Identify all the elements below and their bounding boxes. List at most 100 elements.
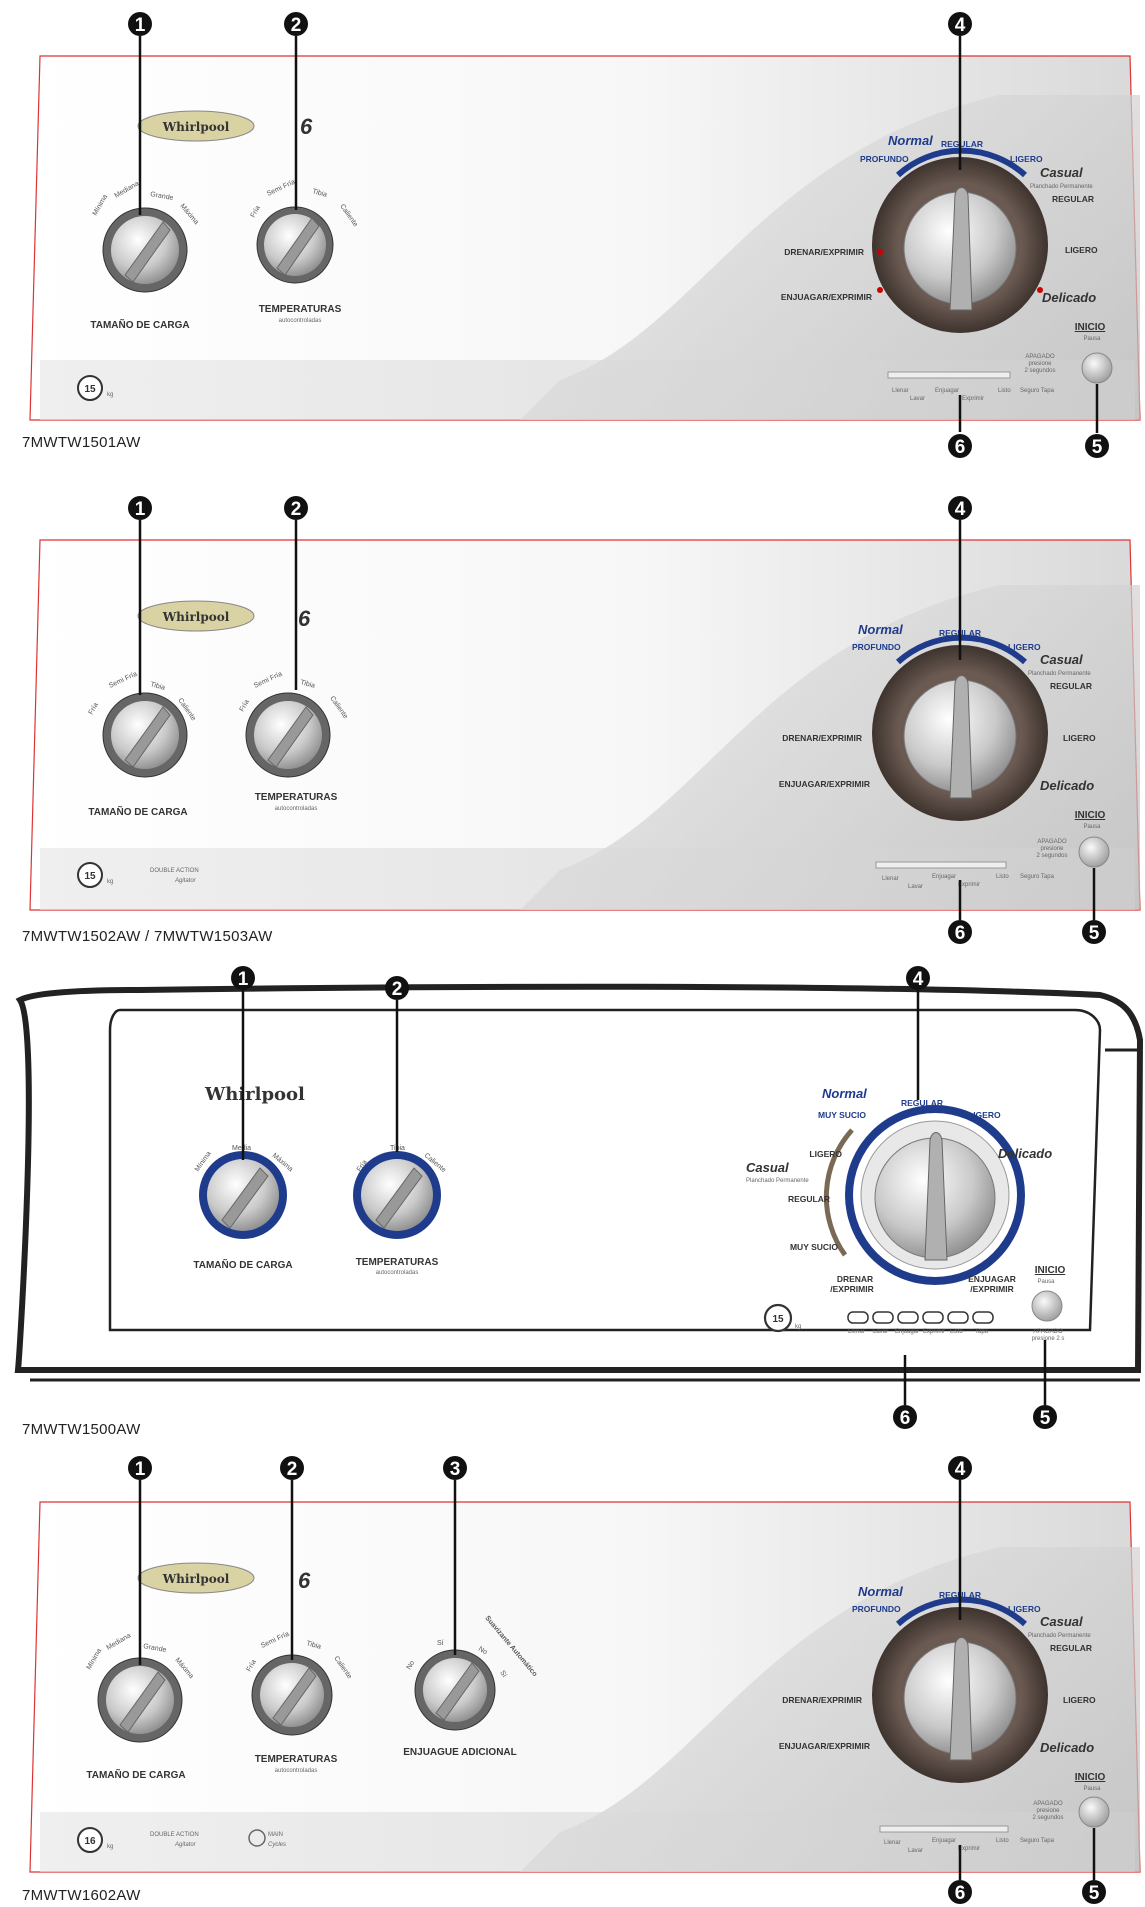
status-label: Exprimir bbox=[923, 1329, 945, 1335]
load-size-dial[interactable]: Fría Semi Fría Tibia Caliente bbox=[88, 671, 197, 778]
cycle-muy-sucio-label: MUY SUCIO bbox=[818, 1110, 866, 1120]
cycle-profundo-label: PROFUNDO bbox=[860, 154, 909, 164]
cycle-enjuagar-label: ENJUAGAR bbox=[968, 1274, 1016, 1284]
capacity-value: 16 bbox=[84, 1836, 96, 1847]
temperature-subtitle: autocontroladas bbox=[275, 806, 318, 812]
status-label: Exprimir bbox=[958, 882, 980, 888]
temperature-subtitle: autocontroladas bbox=[279, 318, 322, 324]
temperature-dial[interactable]: Fría Semi Fría Tibia Caliente bbox=[239, 671, 349, 778]
status-label: Llenar bbox=[884, 1840, 901, 1846]
dial-position-label: Sí bbox=[498, 1670, 507, 1679]
dial-position-label: Tibia bbox=[149, 681, 165, 692]
status-lights: Llenar Lavar Enjuagar Exprimir Listo Seg… bbox=[879, 1825, 1055, 1854]
temperature-title: TEMPERATURAS bbox=[356, 1257, 439, 1268]
cycle-ligero-label: LIGERO bbox=[968, 1110, 1001, 1120]
callout-1: 1 bbox=[231, 966, 255, 990]
callout-number: 1 bbox=[135, 15, 146, 36]
model-number: 7MWTW1602AW bbox=[22, 1887, 141, 1904]
load-size-title: TAMAÑO DE CARGA bbox=[193, 1258, 292, 1271]
cycle-delicado-label: Delicado bbox=[1042, 290, 1096, 305]
callout-4: 4 bbox=[906, 966, 930, 990]
apagado-label: presione bbox=[1028, 361, 1052, 367]
start-pause-button[interactable] bbox=[1078, 1796, 1110, 1828]
agitator-badge: DOUBLE ACTION Agitator bbox=[150, 868, 199, 884]
cycle-dial[interactable] bbox=[823, 1105, 1025, 1285]
status-label: Llenar bbox=[848, 1329, 865, 1335]
cycle-casual-regular: REGULAR bbox=[1050, 1643, 1092, 1653]
cycle-casual-regular: REGULAR bbox=[1050, 681, 1092, 691]
model-number: 7MWTW1502AW / 7MWTW1503AW bbox=[22, 928, 273, 945]
cycle-casual-label: Casual bbox=[1040, 652, 1083, 667]
callout-1: 1 bbox=[128, 1456, 152, 1480]
brand-text: Whirlpool bbox=[162, 1572, 230, 1586]
callout-5: 5 bbox=[1082, 920, 1106, 944]
cycle-enjuagar-label: ENJUAGAR/EXPRIMIR bbox=[781, 292, 872, 302]
cycle-ligero-label: LIGERO bbox=[1010, 154, 1043, 164]
inicio-label: INICIO bbox=[1075, 810, 1106, 821]
callout-number: 6 bbox=[900, 1408, 911, 1429]
cycle-casual-ligero: LIGERO bbox=[1065, 245, 1098, 255]
inicio-label: INICIO bbox=[1075, 1772, 1106, 1783]
callout-number: 1 bbox=[238, 969, 249, 990]
load-size-title: TAMAÑO DE CARGA bbox=[86, 1768, 185, 1781]
apagado-label: presione 2 s bbox=[1032, 1336, 1065, 1342]
callout-number: 2 bbox=[287, 1459, 298, 1480]
callout-6: 6 bbox=[948, 434, 972, 458]
panel-2-base-strip bbox=[40, 848, 1135, 910]
inicio-label: INICIO bbox=[1075, 322, 1106, 333]
callout-1: 1 bbox=[128, 12, 152, 36]
apagado-label: presione bbox=[1036, 1808, 1060, 1814]
pausa-label: Pausa bbox=[1083, 336, 1101, 342]
callout-number: 5 bbox=[1040, 1408, 1051, 1429]
sense-badge: 6 bbox=[298, 1568, 311, 1593]
dial-position-label: Grande bbox=[150, 191, 174, 202]
panel-3-inner bbox=[108, 1008, 1102, 1332]
cycle-enjuagar-label: ENJUAGAR/EXPRIMIR bbox=[779, 1741, 870, 1751]
load-size-dial[interactable]: Mínima Mediana Grande Máxima bbox=[92, 180, 200, 293]
cycle-delicado-label: Delicado bbox=[998, 1146, 1052, 1161]
cycle-dial[interactable] bbox=[872, 147, 1048, 333]
status-label: Tapa bbox=[975, 1329, 989, 1335]
status-label: Lavar bbox=[873, 1329, 888, 1335]
callout-4: 4 bbox=[948, 496, 972, 520]
start-pause-button[interactable] bbox=[1081, 352, 1113, 384]
cycle-enjuagar-label: ENJUAGAR/EXPRIMIR bbox=[779, 779, 870, 789]
dial-position-label: Media bbox=[232, 1145, 251, 1152]
cycle-delicado-label: Delicado bbox=[1040, 1740, 1094, 1755]
cycle-dial[interactable] bbox=[872, 634, 1048, 821]
status-label: Exprimir bbox=[958, 1846, 980, 1852]
dial-position-label: No bbox=[406, 1660, 417, 1671]
status-label: Lavar bbox=[908, 1848, 923, 1854]
agitator-badge: DOUBLE ACTION Agitator bbox=[150, 1832, 199, 1848]
cycle-casual-sub: Planchado Permanente bbox=[1030, 184, 1093, 190]
apagado-label: 2 segundos bbox=[1036, 853, 1067, 859]
load-size-title: TAMAÑO DE CARGA bbox=[88, 805, 187, 818]
capacity-unit: kg bbox=[107, 392, 113, 398]
temperature-dial[interactable]: Fría Semi Fría Tibia Caliente bbox=[246, 1631, 353, 1736]
callout-6: 6 bbox=[893, 1405, 917, 1429]
callout-2: 2 bbox=[284, 496, 308, 520]
status-label: Enjuagar bbox=[895, 1329, 919, 1335]
callout-2: 2 bbox=[385, 976, 409, 1000]
callout-2: 2 bbox=[280, 1456, 304, 1480]
callout-number: 5 bbox=[1089, 923, 1100, 944]
apagado-label: APAGADO bbox=[1037, 839, 1067, 845]
status-label: Seguro Tapa bbox=[1020, 1838, 1055, 1844]
temperature-subtitle: autocontroladas bbox=[275, 1768, 318, 1774]
load-size-dial[interactable]: Mínima Media Máxima bbox=[194, 1145, 294, 1239]
cycle-casual-ligero: LIGERO bbox=[1063, 1695, 1096, 1705]
load-size-title: TAMAÑO DE CARGA bbox=[90, 318, 189, 331]
extra-rinse-title: ENJUAGUE ADICIONAL bbox=[403, 1747, 517, 1758]
apagado-label: APAGADO bbox=[1025, 354, 1055, 360]
capacity-unit: kg bbox=[107, 879, 113, 885]
capacity-unit: kg bbox=[795, 1324, 801, 1330]
apagado-label: 2 segundos bbox=[1024, 368, 1055, 374]
status-label: Llenar bbox=[882, 876, 899, 882]
cycle-dial[interactable] bbox=[872, 1596, 1048, 1783]
start-pause-button[interactable] bbox=[1031, 1290, 1063, 1322]
temperature-subtitle: autocontroladas bbox=[376, 1270, 419, 1276]
cycle-enjuagar-label: /EXPRIMIR bbox=[970, 1284, 1013, 1294]
callout-6: 6 bbox=[948, 1880, 972, 1904]
start-pause-button[interactable] bbox=[1078, 836, 1110, 868]
